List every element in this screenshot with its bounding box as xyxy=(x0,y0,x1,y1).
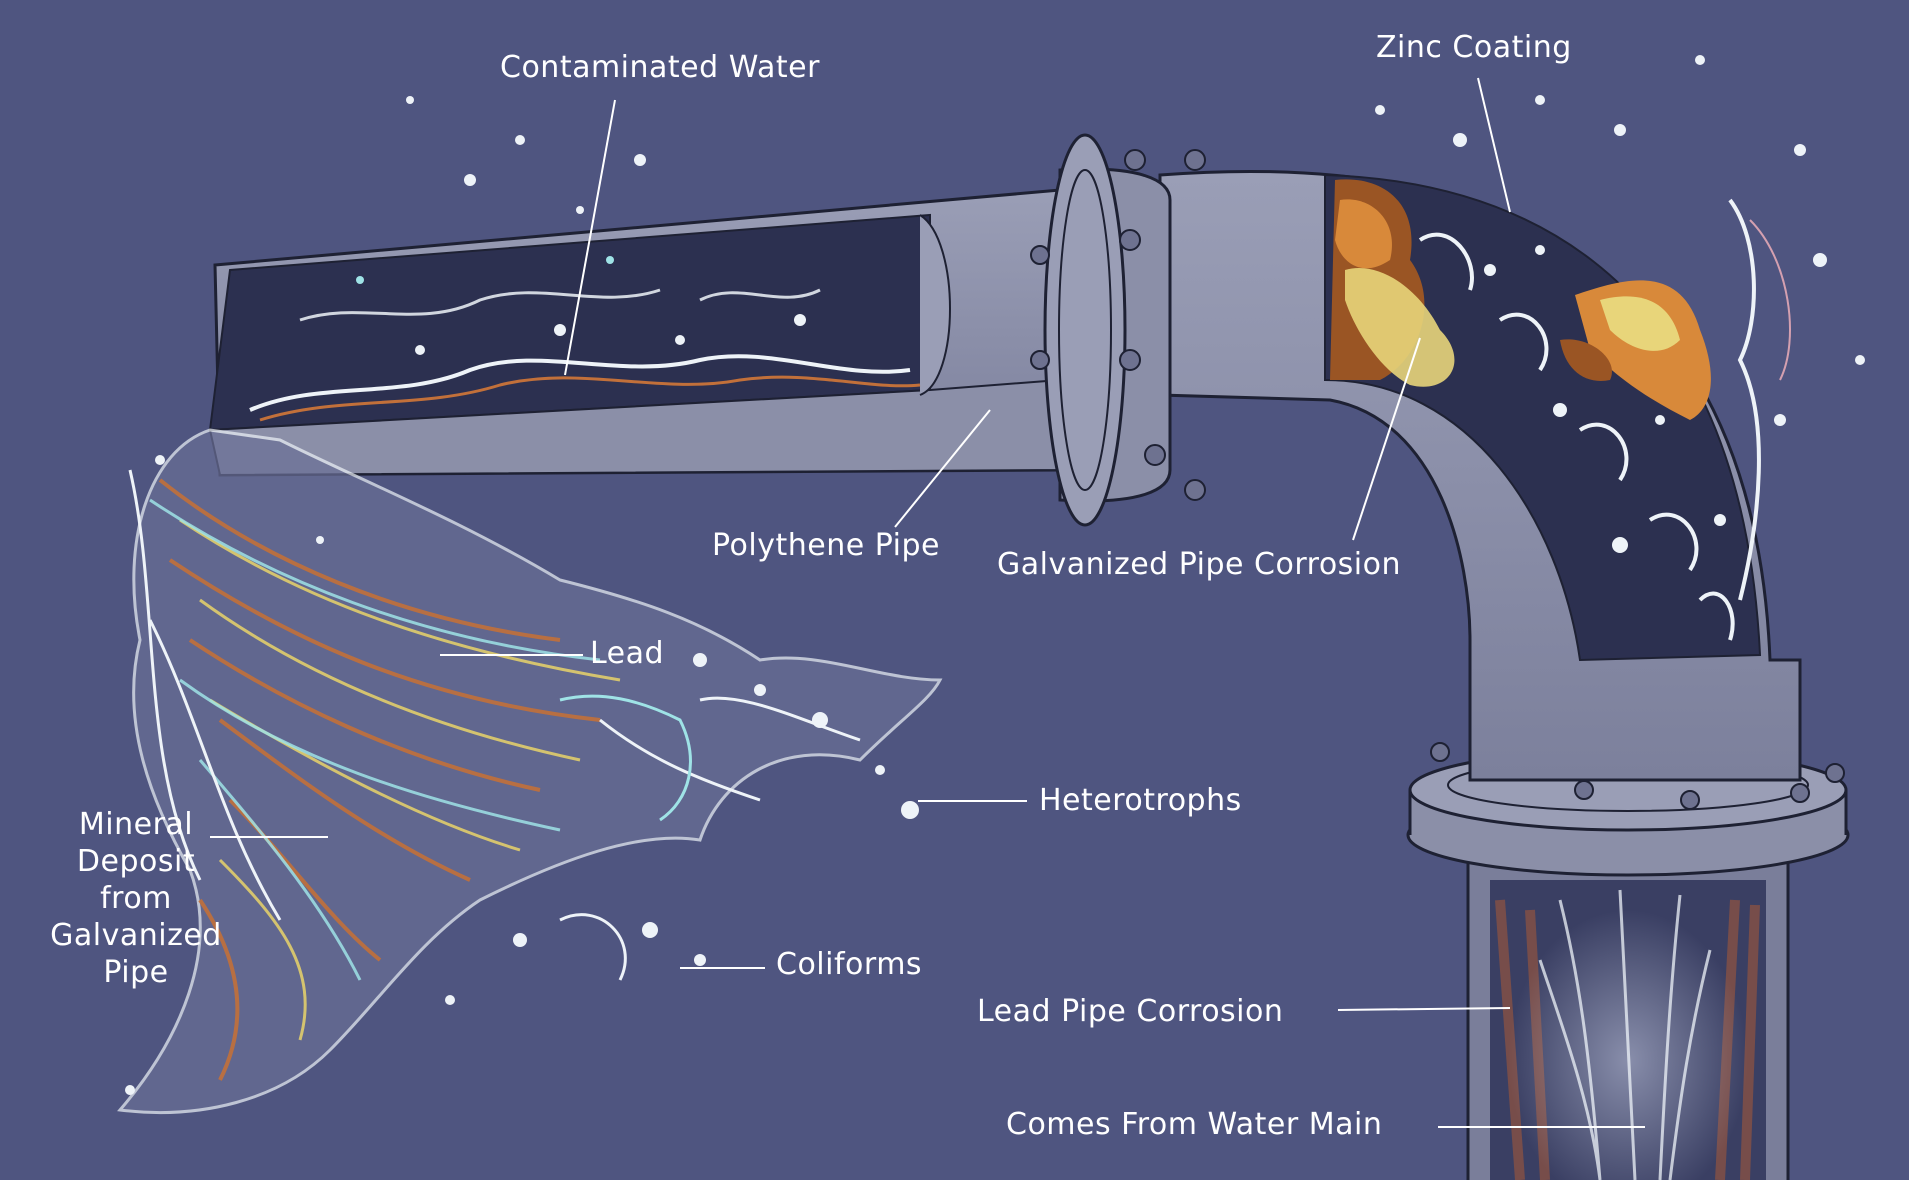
label-polythene-pipe: Polythene Pipe xyxy=(712,528,940,563)
lead-pipe xyxy=(1466,858,1790,1180)
water-spray xyxy=(406,55,1865,601)
label-contaminated-water: Contaminated Water xyxy=(500,50,820,85)
outflow-stream xyxy=(117,428,943,1114)
galvanized-elbow xyxy=(1158,169,1802,782)
label-lead-pipe-corrosion: Lead Pipe Corrosion xyxy=(977,994,1284,1029)
label-coliforms: Coliforms xyxy=(776,947,923,982)
label-zinc-coating: Zinc Coating xyxy=(1376,30,1572,65)
label-heterotrophs: Heterotrophs xyxy=(1039,783,1242,818)
label-lead: Lead xyxy=(590,636,665,671)
label-mineral-deposit: Mineral Deposit from Galvanized Pipe xyxy=(50,807,222,990)
polythene-pipe xyxy=(208,188,1062,477)
middle-flange xyxy=(1030,133,1206,527)
label-water-main: Comes From Water Main xyxy=(1006,1107,1383,1142)
leader-lines xyxy=(210,77,1645,1128)
label-galvanized-pipe-corrosion: Galvanized Pipe Corrosion xyxy=(997,547,1402,582)
